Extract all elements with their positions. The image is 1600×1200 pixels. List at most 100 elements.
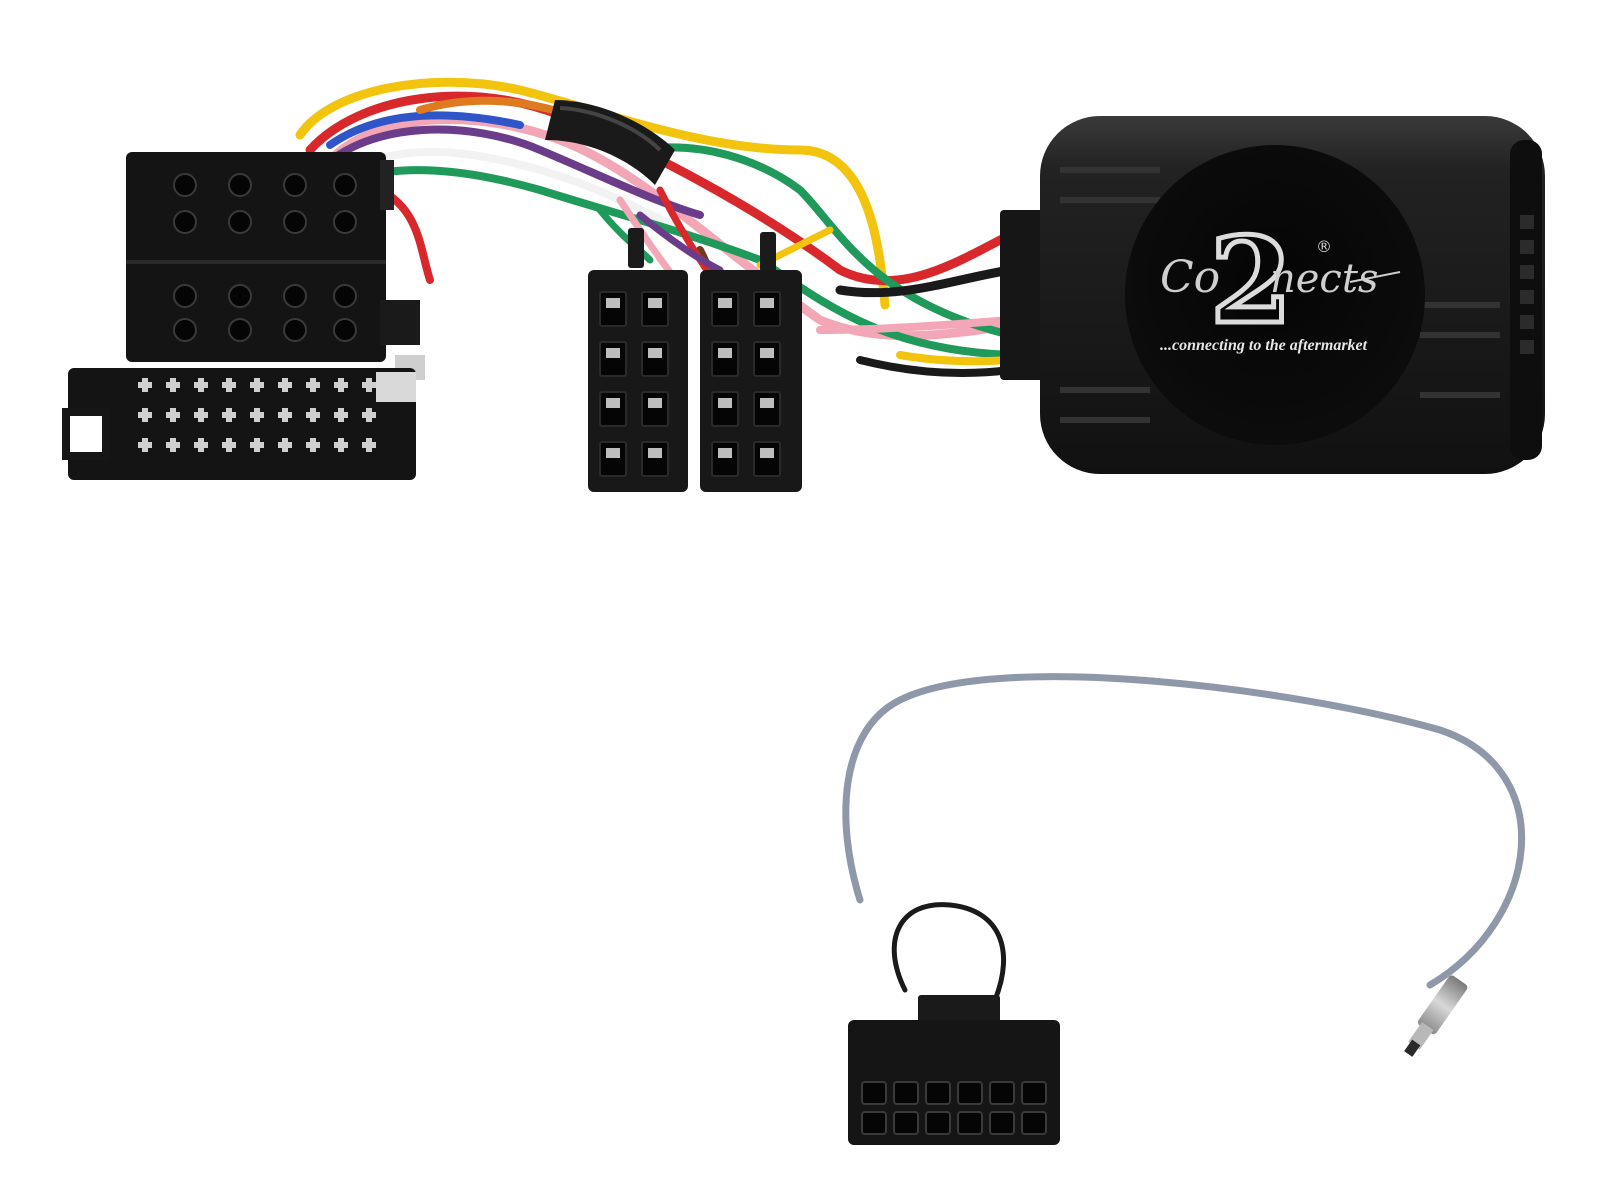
patch-connector-pins <box>861 1081 1047 1135</box>
iso-pin-contact <box>648 348 662 358</box>
iso-pin-cavity <box>599 341 627 377</box>
pin-slot <box>366 438 372 452</box>
iso-pin-contact <box>606 398 620 408</box>
iso-pin-cavity <box>641 341 669 377</box>
patch-pin-cavity <box>861 1081 887 1105</box>
patch-pin-cavity <box>1021 1081 1047 1105</box>
patch-pin-cavity <box>893 1111 919 1135</box>
pin-slot <box>226 438 232 452</box>
pin-socket <box>333 173 357 197</box>
module-side-socket <box>1520 215 1534 354</box>
yellow-wire <box>295 77 890 310</box>
pin-socket <box>228 318 252 342</box>
green-wire <box>326 166 1014 359</box>
patch-pin-cavity <box>925 1111 951 1135</box>
pin-slot <box>170 378 176 392</box>
pin-socket <box>283 210 307 234</box>
iso-connector-left <box>588 228 688 492</box>
pin-slot <box>338 408 344 422</box>
pin-slot <box>338 378 344 392</box>
black-wire <box>835 265 1015 298</box>
green-wire-2 <box>636 143 1014 339</box>
aerial-plug <box>1404 975 1468 1057</box>
pin-socket <box>333 210 357 234</box>
iso-pin-cavity <box>753 391 781 427</box>
pin-socket <box>228 210 252 234</box>
pin-slot <box>198 408 204 422</box>
black-wire-2 <box>856 356 1014 377</box>
iso-pin-contact <box>606 348 620 358</box>
patch-pin-cavity <box>989 1111 1015 1135</box>
iso-pin-contact <box>718 298 732 308</box>
pin-slot <box>142 438 148 452</box>
iso-pin-contact <box>606 448 620 458</box>
pin-slot <box>310 408 316 422</box>
iso-pin-cavity <box>711 441 739 477</box>
iso-pin-cavity <box>753 441 781 477</box>
iso-pin-cavity <box>753 341 781 377</box>
purple-wire <box>316 125 704 219</box>
iso-pin-contact <box>760 448 774 458</box>
svg-text:2: 2 <box>1210 211 1292 350</box>
iso-pin-contact <box>760 298 774 308</box>
iso-connector-right <box>700 232 802 492</box>
patch-pin-cavity <box>925 1081 951 1105</box>
pin-socket <box>283 318 307 342</box>
iso-pin-cavity <box>599 441 627 477</box>
grey-cable <box>842 673 1526 989</box>
pin-slot <box>282 438 288 452</box>
quadlock-connector <box>62 152 425 480</box>
patch-connector <box>848 995 1060 1145</box>
pin-socket <box>173 210 197 234</box>
pin-slot <box>254 408 260 422</box>
pin-socket <box>333 284 357 308</box>
iso-pin-cavity <box>711 341 739 377</box>
iso-pin-contact <box>718 448 732 458</box>
pin-socket <box>283 173 307 197</box>
patch-pin-cavity <box>989 1081 1015 1105</box>
pin-slot <box>254 378 260 392</box>
iso-pin-cavity <box>711 391 739 427</box>
iso-pin-cavity <box>711 291 739 327</box>
orange-wire <box>416 96 564 116</box>
iso-pin-contact <box>760 398 774 408</box>
black-loop-wire <box>891 902 1007 1003</box>
blue-wire <box>326 111 524 149</box>
harness-sleeve <box>545 100 675 185</box>
iso-pin-cavity <box>753 291 781 327</box>
iso-pin-contact <box>648 398 662 408</box>
iso-pin-cavity <box>641 441 669 477</box>
pin-slot <box>170 408 176 422</box>
pin-slot <box>226 408 232 422</box>
pin-slot <box>198 378 204 392</box>
pin-slot <box>310 378 316 392</box>
purple-wire-2 <box>636 211 724 274</box>
pin-socket <box>228 284 252 308</box>
pin-slot <box>198 438 204 452</box>
iso-pin-contact <box>760 348 774 358</box>
svg-text:®: ® <box>1316 237 1332 256</box>
pin-slot <box>142 408 148 422</box>
brand-logo: Co 2 nects ® <box>1160 209 1401 353</box>
pin-slot <box>338 438 344 452</box>
patch-pin-cavity <box>957 1111 983 1135</box>
patch-pin-cavity <box>1021 1111 1047 1135</box>
patch-lead <box>842 673 1526 1003</box>
pin-slot <box>282 408 288 422</box>
pin-slot <box>142 378 148 392</box>
pin-slot <box>310 438 316 452</box>
pin-socket <box>173 173 197 197</box>
iso-pin-contact <box>606 298 620 308</box>
quadlock-upper-pins <box>173 173 357 342</box>
pin-slot <box>366 408 372 422</box>
quadlock-lower-pins <box>138 378 376 452</box>
iso-pin-contact <box>648 448 662 458</box>
pin-socket <box>333 318 357 342</box>
logo-disc <box>1125 145 1425 445</box>
svg-text:Co: Co <box>1160 252 1220 303</box>
interface-module: Co 2 nects ® ...connecting to the afterm… <box>1000 116 1545 474</box>
pin-slot <box>226 378 232 392</box>
patch-pin-cavity <box>893 1081 919 1105</box>
iso-pin-cavity <box>641 391 669 427</box>
